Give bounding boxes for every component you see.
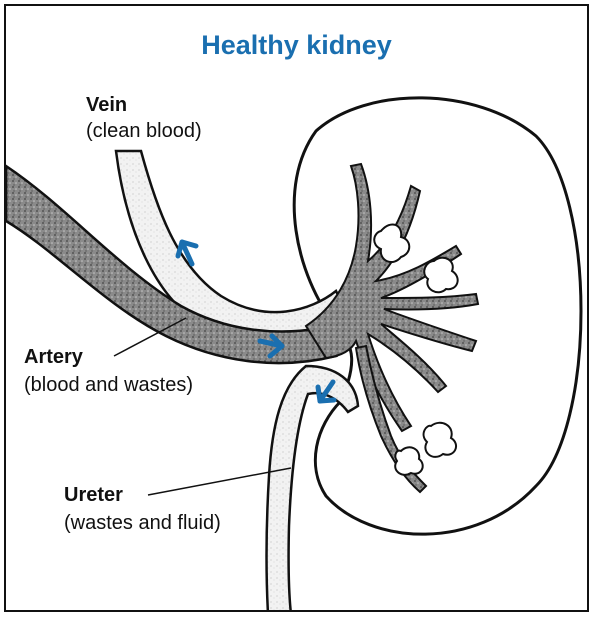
vein-description: (clean blood)	[86, 120, 202, 143]
artery-label: Artery	[24, 346, 83, 369]
ureter-description: (wastes and fluid)	[64, 512, 221, 535]
diagram-frame: Healthy kidney Vein (clean blood) Artery…	[4, 4, 589, 612]
artery-description: (blood and wastes)	[24, 374, 193, 397]
vein-label: Vein	[86, 94, 127, 117]
diagram-title: Healthy kidney	[6, 30, 587, 61]
ureter-label: Ureter	[64, 484, 123, 507]
